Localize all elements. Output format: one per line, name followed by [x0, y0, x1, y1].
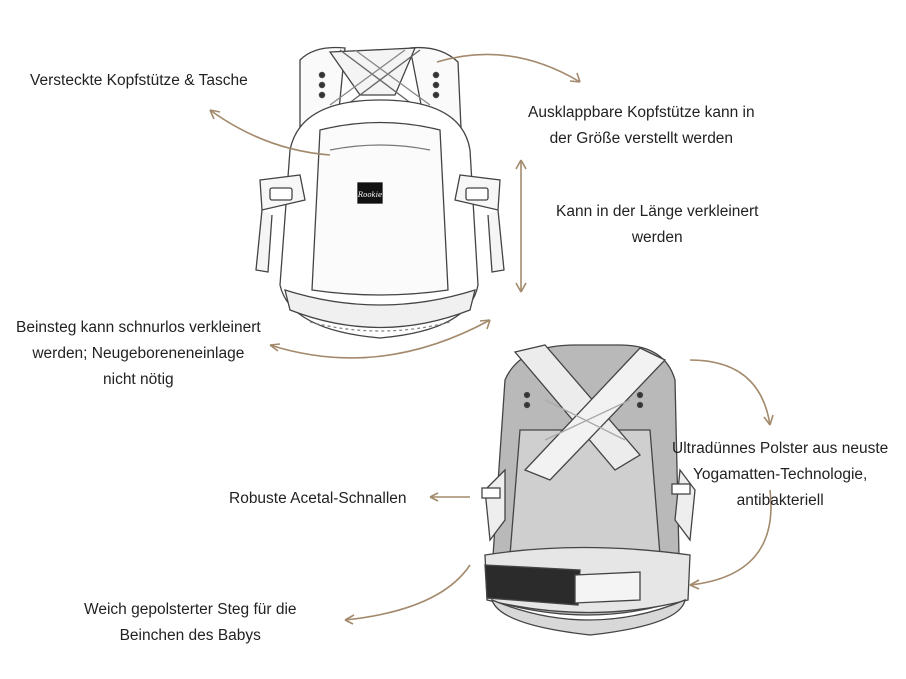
label-line: nicht nötig: [103, 371, 174, 388]
label-line: werden; Neugeboreneneinlage: [32, 345, 245, 362]
label-padded-bar: Weich gepolsterter Steg für die Beinchen…: [84, 597, 297, 649]
label-line: Weich gepolsterter Steg für die: [84, 601, 297, 618]
label-foldout-headrest: Ausklappbare Kopfstütze kann in der Größ…: [528, 100, 755, 152]
label-line: Yogamatten-Technologie,: [692, 466, 868, 483]
annotation-arrows: [209, 53, 774, 625]
label-length-adjust: Kann in der Länge verkleinert werden: [556, 199, 759, 251]
logo-tag-text: Rookie: [357, 191, 382, 199]
label-line: der Größe verstellt werden: [549, 130, 734, 147]
carrier-back-illustration: [481, 344, 696, 636]
label-line: werden: [631, 229, 683, 246]
label-leg-bar: Beinsteg kann schnurlos verkleinert werd…: [16, 315, 261, 393]
label-line: Robuste Acetal-Schnallen: [229, 490, 407, 507]
label-buckles: Robuste Acetal-Schnallen: [229, 486, 407, 512]
label-padding: Ultradünnes Polster aus neuste Yogamatte…: [672, 436, 888, 514]
carrier-front-illustration: [255, 46, 505, 339]
label-line: Beinsteg kann schnurlos verkleinert: [16, 319, 261, 336]
label-line: Ausklappbare Kopfstütze kann in: [528, 104, 755, 121]
label-line: Kann in der Länge verkleinert: [556, 203, 759, 220]
label-line: Beinchen des Babys: [119, 627, 261, 644]
label-line: Ultradünnes Polster aus neuste: [672, 440, 889, 457]
label-line: Versteckte Kopfstütze & Tasche: [30, 72, 248, 89]
label-hidden-headrest: Versteckte Kopfstütze & Tasche: [30, 68, 248, 94]
label-line: antibakteriell: [736, 492, 824, 509]
